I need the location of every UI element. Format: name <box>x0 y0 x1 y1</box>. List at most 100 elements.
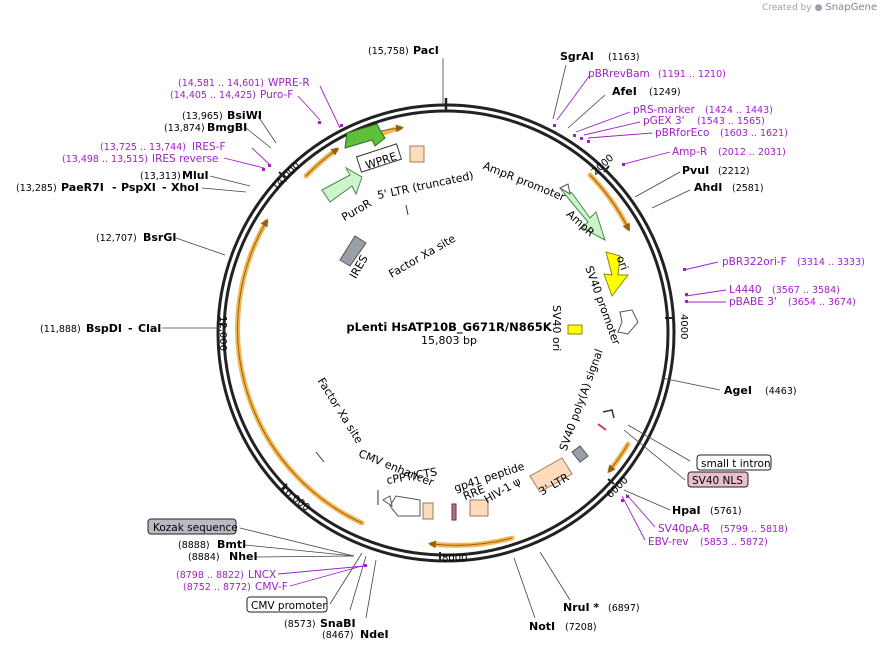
feature-puror: PuroR <box>339 196 374 223</box>
site-sgrai-name: SgrAI <box>560 50 594 63</box>
primer-mark-4 <box>587 140 590 143</box>
leader-ebvrev <box>621 495 646 541</box>
primer-purof-coord: (14,405 .. 14,425) <box>170 90 256 101</box>
factorxa1-leader <box>405 204 409 216</box>
ltr5-box <box>409 145 425 163</box>
orf-arrow-4 <box>428 537 513 549</box>
orf-arc-5 <box>235 219 365 526</box>
primer-sv40pa-coord: (5799 .. 5818) <box>720 524 788 535</box>
leader-bsiwi <box>257 115 277 144</box>
leader-iresf <box>251 147 271 166</box>
amp-promoter-arrow <box>558 183 571 196</box>
site-noti-name: NotI <box>529 620 555 633</box>
site-nhei-name: NheI <box>229 550 258 563</box>
site-bsrgi-name: BsrGI <box>143 231 176 244</box>
site-paer7i-dash2: - <box>162 181 167 194</box>
leader-pgex3 <box>583 121 641 136</box>
primer-mark-8 <box>685 300 688 303</box>
site-hpai-name: HpaI <box>672 504 701 517</box>
primer-pbr322ori-coord: (3314 .. 3333) <box>797 257 865 268</box>
leader-bmti <box>244 544 355 557</box>
leader-pbr322ori <box>683 261 719 271</box>
cmv-promoter-box <box>246 596 328 613</box>
puror-arrow <box>321 166 363 203</box>
leader-pvui <box>634 171 681 198</box>
primer-pbrrevbam-coord: (1191 .. 1210) <box>658 69 726 80</box>
sv40-ori-box <box>567 324 583 335</box>
feature-sv40-polya: SV40 poly(A) signal <box>557 347 606 452</box>
gp41-box <box>451 503 457 521</box>
ires-box <box>339 235 367 267</box>
wpre-box <box>355 143 403 173</box>
site-mlui-name: MluI <box>182 169 209 182</box>
credit-brand: SnapGene <box>825 2 877 13</box>
tick-12000: 12,000 <box>217 316 228 351</box>
primer-mark-2 <box>573 134 576 137</box>
sv40nls-box <box>687 471 749 488</box>
tick-14000-mark <box>278 171 286 179</box>
leader-bsrgi <box>175 237 226 256</box>
feature-amp-promoter: AmpR promoter <box>481 159 567 204</box>
site-snabi-name: SnaBI <box>320 617 356 630</box>
boxed-small-t: small t intron <box>701 458 771 470</box>
primer-pbabe3-coord: (3654 .. 3674) <box>788 297 856 308</box>
site-nrui-coord: (6897) <box>608 603 640 614</box>
primer-mark-14 <box>268 164 271 167</box>
primer-lncx-name: LNCX <box>248 569 276 581</box>
primer-purof-name: Puro-F <box>260 89 293 101</box>
primer-iresf-coord: (13,725 .. 13,744) <box>100 142 186 153</box>
primer-mark-1 <box>553 124 556 127</box>
leader-wprer <box>319 85 341 129</box>
site-nrui-name: NruI * <box>563 601 599 614</box>
plasmid-name: pLenti HsATP10B_G671R/N865K <box>346 320 552 335</box>
primer-iresrev-name: IRES reverse <box>152 153 219 165</box>
leader-nhei <box>254 555 355 558</box>
primer-l4440-coord: (3567 .. 3584) <box>772 285 840 296</box>
site-bspdi-dash: - <box>128 322 133 335</box>
primer-cmvf-name: CMV-F <box>255 581 288 593</box>
site-afei-name: AfeI <box>612 85 637 98</box>
site-noti-coord: (7208) <box>565 622 597 633</box>
site-hpai-coord: (5761) <box>710 506 742 517</box>
leader-iresrev <box>223 157 265 169</box>
primer-marks <box>262 121 688 567</box>
site-ndei-name: NdeI <box>360 628 389 641</box>
site-bmti-name: BmtI <box>217 538 246 551</box>
leader-snabi <box>349 555 367 611</box>
factorxa2-leader <box>315 451 325 463</box>
feature-ori: ori <box>614 254 631 272</box>
orf-arrow-3 <box>607 443 629 474</box>
leader-pbrforeco <box>587 132 653 139</box>
feature-ltr5: 5' LTR (truncated) <box>376 169 475 202</box>
primer-pbrrevbam-name: pBRrevBam <box>588 68 650 80</box>
leader-paer7i <box>201 187 247 193</box>
leader-sgrai <box>552 64 567 120</box>
primer-prsmarker-coord: (1424 .. 1443) <box>705 105 773 116</box>
primer-pbrforeco-coord: (1603 .. 1621) <box>720 128 788 139</box>
nls-marker <box>597 423 607 431</box>
tick-8000: 8000 <box>442 553 467 564</box>
primer-ampr-name: Amp-R <box>672 146 707 158</box>
site-leaders <box>162 58 721 619</box>
primer-mark-7 <box>685 293 688 296</box>
leader-mlui <box>209 175 251 187</box>
site-bmti-coord: (8888) <box>178 540 210 551</box>
primers-left: (8798 .. 8822) LNCX (8752 .. 8772) CMV-F… <box>62 77 310 593</box>
feature-factorxa1: Factor Xa site <box>387 232 458 281</box>
tick-4000: 4000 <box>678 314 689 339</box>
kozak-box <box>147 518 237 535</box>
site-paci-name: PacI <box>413 44 439 57</box>
primer-mark-9 <box>626 495 629 498</box>
primer-mark-10 <box>621 499 624 502</box>
small-t-box <box>696 454 772 471</box>
primer-wprer-coord: (14,581 .. 14,601) <box>178 78 264 89</box>
leader-bmgbi <box>245 127 272 149</box>
primer-leaders <box>223 74 727 587</box>
site-agei-name: AgeI <box>724 384 752 397</box>
sv40-promoter-arrow <box>617 309 639 335</box>
tick-10000-mark <box>280 483 288 491</box>
cppt-box <box>422 502 434 520</box>
site-bmgbi-coord: (13,874) <box>164 123 205 134</box>
primer-cmvf-coord: (8752 .. 8772) <box>183 582 251 593</box>
primer-wprer-name: WPRE-R <box>268 77 310 89</box>
